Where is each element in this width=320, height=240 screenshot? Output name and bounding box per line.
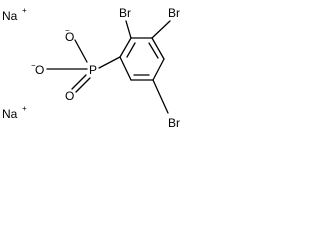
bond-p-ring: [98, 56, 121, 69]
ring-bond-6: [119, 56, 132, 81]
atom-label-o-left: O: [35, 63, 44, 77]
sodium-ion-bottom: Na +: [2, 104, 27, 121]
charge-na-top: +: [22, 6, 27, 15]
ring-double-bond-1: [126, 42, 136, 58]
molecule-svg: Na + Na + O − O − P O Br Br Br: [2, 6, 180, 130]
atom-label-o-top: O: [65, 30, 74, 44]
sodium-ion-top: Na +: [2, 6, 27, 23]
ring-bond-1: [119, 37, 132, 58]
atom-label-na-bottom: Na: [2, 107, 18, 121]
bond-ring-br-meta: [151, 20, 171, 39]
atom-label-phosphorus: P: [89, 63, 97, 77]
atom-label-br-ortho: Br: [119, 6, 131, 20]
atom-label-na-top: Na: [2, 9, 18, 23]
ring-bond-3: [151, 37, 165, 60]
oxygen-left: O −: [31, 61, 44, 77]
bond-ring-br-para: [152, 79, 169, 114]
atom-label-br-meta: Br: [168, 6, 180, 20]
atom-label-br-para: Br: [168, 116, 180, 130]
charge-na-bottom: +: [22, 104, 27, 113]
ring-double-bond-2: [148, 42, 159, 59]
charge-o-left: −: [31, 61, 36, 70]
bond-p-o-bottom-a: [71, 74, 87, 90]
structure-diagram: Na + Na + O − O − P O Br Br Br: [0, 0, 199, 154]
bond-ring-br-ortho: [125, 20, 132, 39]
ring-bond-4: [152, 58, 165, 81]
oxygen-top: O −: [65, 26, 74, 44]
benzene-ring: [119, 37, 165, 81]
charge-o-top: −: [65, 26, 70, 35]
bond-p-o-top: [74, 39, 88, 63]
atom-label-o-bottom: O: [65, 89, 74, 103]
bond-p-o-bottom-b: [75, 77, 91, 93]
